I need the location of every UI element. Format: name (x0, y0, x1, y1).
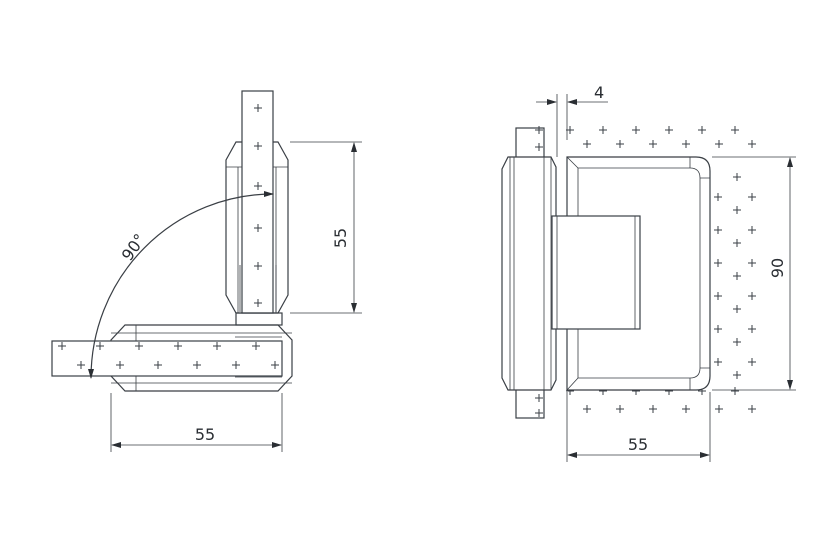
hinge-connector (235, 312, 283, 326)
glass-mark (733, 173, 741, 181)
glass-mark (748, 259, 756, 267)
glass-mark (58, 342, 66, 350)
gap-dimension: 4 (536, 83, 608, 157)
glass-mark (714, 259, 722, 267)
horizontal-dimension: 55 (110, 393, 283, 452)
glass-mark (682, 405, 690, 413)
glass-mark (632, 126, 640, 134)
wall-plate (501, 156, 557, 391)
glass-mark (665, 126, 673, 134)
height-dimension: 90 (712, 156, 796, 391)
glass-mark (254, 182, 262, 190)
glass-mark (748, 358, 756, 366)
glass-mark (733, 272, 741, 280)
glass-mark (583, 140, 591, 148)
glass-mark (535, 143, 543, 151)
vertical-dimension-label: 55 (331, 228, 350, 248)
glass-mark (714, 358, 722, 366)
glass-mark (714, 325, 722, 333)
glass-mark (583, 405, 591, 413)
width-dimension: 55 (566, 392, 711, 462)
glass-mark (733, 206, 741, 214)
glass-mark (733, 371, 741, 379)
glass-mark (682, 140, 690, 148)
glass-pattern (535, 126, 756, 417)
glass-mark (566, 126, 574, 134)
glass-mark (748, 226, 756, 234)
vertical-dimension: 55 (290, 141, 362, 314)
angle-arc (88, 191, 274, 379)
glass-mark (748, 292, 756, 300)
glass-mark (714, 292, 722, 300)
glass-mark (616, 140, 624, 148)
glass-mark (715, 405, 723, 413)
glass-mark (649, 140, 657, 148)
width-dimension-label: 55 (628, 435, 648, 454)
glass-mark (748, 140, 756, 148)
vertical-glass-panel (241, 90, 274, 314)
glass-mark (714, 226, 722, 234)
horizontal-dimension-label: 55 (195, 425, 215, 444)
right-view: 4 90 (501, 83, 796, 462)
glass-mark (731, 387, 739, 395)
glass-mark (748, 193, 756, 201)
glass-mark (254, 142, 262, 150)
horizontal-glass-panel (51, 340, 283, 377)
glass-mark (733, 338, 741, 346)
gap-dimension-label: 4 (594, 83, 604, 102)
glass-mark (731, 126, 739, 134)
glass-mark (535, 126, 543, 134)
glass-mark (748, 405, 756, 413)
glass-mark (748, 325, 756, 333)
glass-mark (616, 405, 624, 413)
height-dimension-label: 90 (768, 258, 787, 278)
glass-mark (599, 126, 607, 134)
glass-mark (733, 305, 741, 313)
glass-mark (733, 239, 741, 247)
glass-mark (649, 405, 657, 413)
glass-mark (714, 193, 722, 201)
glass-mark (698, 126, 706, 134)
glass-mark (77, 361, 85, 369)
glass-mark (535, 409, 543, 417)
left-view: 90° 55 55 (51, 90, 362, 452)
glass-mark (715, 140, 723, 148)
glass-mark (254, 104, 262, 112)
hinge-block (551, 215, 641, 330)
angle-label: 90° (118, 230, 150, 264)
glass-mark (535, 394, 543, 402)
